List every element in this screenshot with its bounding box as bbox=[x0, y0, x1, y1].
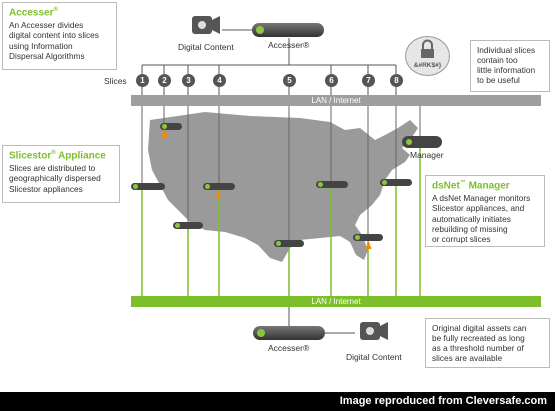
slicestor-appliance bbox=[160, 123, 182, 130]
manager-label: Manager bbox=[410, 150, 444, 160]
accesser-bottom-label: Accesser® bbox=[268, 343, 310, 353]
slice-number-2: 2 bbox=[158, 74, 171, 87]
slicestor-appliance bbox=[353, 234, 383, 241]
slicestor-appliance bbox=[131, 183, 165, 190]
accesser-top-label: Accesser® bbox=[268, 40, 310, 50]
camera-icon-bottom bbox=[360, 322, 388, 340]
slicestor-appliance bbox=[380, 179, 412, 186]
slice-number-3: 3 bbox=[182, 74, 195, 87]
credit-footer: Image reproduced from Cleversafe.com bbox=[0, 392, 555, 411]
slicestor-info-box: Slicestor® Appliance Slices are distribu… bbox=[2, 145, 120, 203]
digital-content-top-label: Digital Content bbox=[178, 42, 234, 52]
slices-label: Slices bbox=[104, 76, 127, 86]
slicestor-appliance bbox=[274, 240, 304, 247]
camera-icon-top bbox=[192, 16, 220, 34]
accesser-title: Accesser® bbox=[9, 7, 58, 19]
lan-bar-top: LAN / Internet bbox=[131, 95, 541, 106]
manager-device bbox=[402, 136, 442, 148]
lan-bar-bottom: LAN / Internet bbox=[131, 296, 541, 307]
person-icon: ♟ bbox=[364, 241, 373, 252]
slice-number-4: 4 bbox=[213, 74, 226, 87]
slice-number-1: 1 bbox=[136, 74, 149, 87]
digital-content-bottom-label: Digital Content bbox=[346, 352, 402, 362]
slicestor-appliance bbox=[316, 181, 348, 188]
slice-number-8: 8 bbox=[390, 74, 403, 87]
slicestor-appliance bbox=[203, 183, 235, 190]
slice-number-5: 5 bbox=[283, 74, 296, 87]
slice-number-6: 6 bbox=[325, 74, 338, 87]
person-icon: ♟ bbox=[160, 129, 169, 140]
manager-title: dsNet™ Manager bbox=[432, 180, 510, 192]
slice-number-7: 7 bbox=[362, 74, 375, 87]
accesser-bottom-device bbox=[253, 326, 325, 340]
slicestor-appliance bbox=[173, 222, 203, 229]
us-map bbox=[148, 112, 418, 262]
person-icon: ♟ bbox=[214, 190, 223, 201]
accesser-top-device bbox=[252, 23, 324, 37]
slicestor-title: Slicestor® Appliance bbox=[9, 150, 106, 162]
encrypted-slice-icon: &#RK$#} bbox=[405, 36, 450, 76]
lock-text: &#RK$#} bbox=[413, 62, 442, 69]
